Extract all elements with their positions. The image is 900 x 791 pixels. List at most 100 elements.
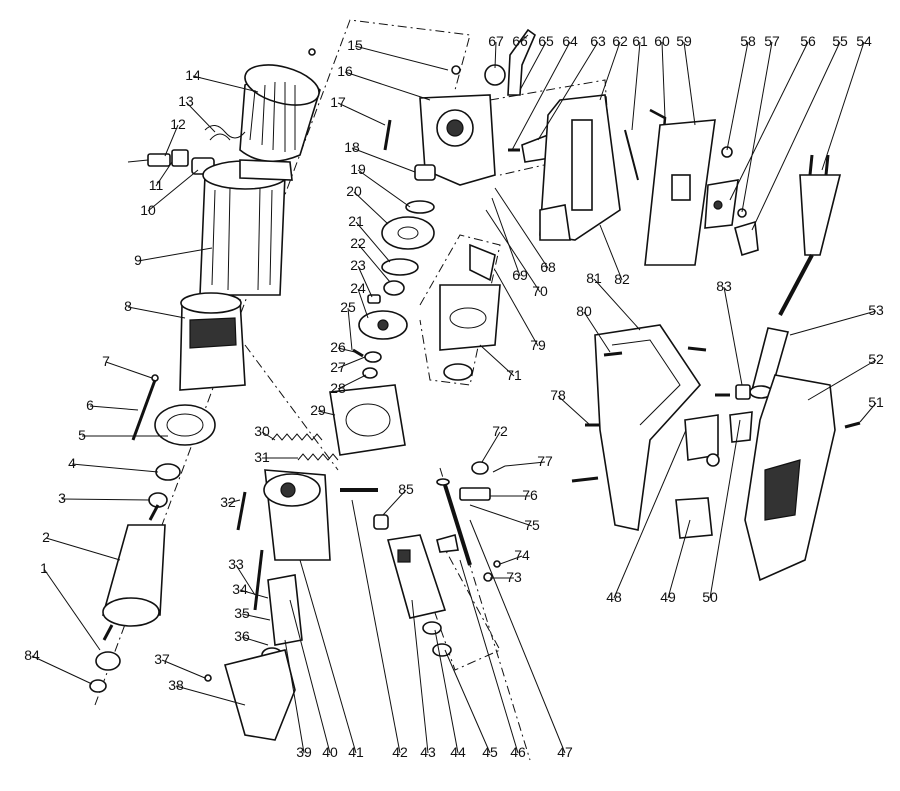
leader-line-32 <box>227 499 241 504</box>
callout-label-24: 24 <box>350 280 366 296</box>
callout-label-35: 35 <box>234 605 250 621</box>
leader-line-42 <box>351 499 401 754</box>
part-cable-grommet <box>734 220 759 257</box>
part-spring <box>204 125 246 141</box>
leader-line-39 <box>284 639 305 754</box>
callout-labels: 1234567891011121314151617181920212223242… <box>24 33 884 760</box>
part-blade-holder <box>539 94 621 241</box>
callout-label-8: 8 <box>124 298 132 314</box>
callout-label-65: 65 <box>538 33 554 49</box>
callout-label-56: 56 <box>800 33 816 49</box>
callout-label-58: 58 <box>740 33 756 49</box>
leader-line-37 <box>161 659 206 679</box>
callout-label-72: 72 <box>492 423 508 439</box>
callout-label-23: 23 <box>350 257 366 273</box>
callout-label-73: 73 <box>506 569 522 585</box>
callout-label-67: 67 <box>488 33 504 49</box>
callout-label-60: 60 <box>654 33 670 49</box>
callout-label-49: 49 <box>660 589 676 605</box>
callout-label-80: 80 <box>576 303 592 319</box>
leader-line-47 <box>469 519 566 754</box>
part-clamp <box>704 179 739 229</box>
leader-line-57 <box>741 41 773 213</box>
leader-line-25 <box>347 307 353 351</box>
callout-label-70: 70 <box>532 283 548 299</box>
leader-line-40 <box>289 599 331 754</box>
leader-line-15 <box>354 45 449 71</box>
leader-line-60 <box>661 41 666 119</box>
part-armature <box>101 504 166 641</box>
callout-label-27: 27 <box>330 359 346 375</box>
leader-line-54 <box>821 41 865 171</box>
callout-label-31: 31 <box>254 449 270 465</box>
part-gear-shaft <box>381 164 436 250</box>
leader-line-8 <box>127 306 186 319</box>
leader-line-26 <box>337 347 356 353</box>
leader-line-72 <box>481 431 501 463</box>
callout-label-83: 83 <box>716 278 732 294</box>
leader-line-9 <box>137 247 213 262</box>
callout-label-36: 36 <box>234 628 250 644</box>
callout-label-74: 74 <box>514 547 530 563</box>
leader-line-75 <box>469 504 533 527</box>
part-support-bracket <box>439 243 501 381</box>
callout-label-10: 10 <box>140 202 156 218</box>
leader-line-23 <box>357 265 373 298</box>
leader-line-45 <box>444 649 491 754</box>
part-end-bearing <box>89 651 121 693</box>
callout-label-40: 40 <box>322 744 338 760</box>
part-lever-pin <box>508 133 551 163</box>
callout-label-44: 44 <box>450 744 466 760</box>
callout-label-11: 11 <box>149 177 164 193</box>
part-screw-32 <box>236 491 247 531</box>
axis-line-bracket <box>419 234 501 386</box>
leader-line-18 <box>351 147 416 173</box>
part-roller-assembly <box>436 461 506 582</box>
axis-line-top <box>489 79 611 176</box>
callout-label-33: 33 <box>228 556 244 572</box>
leader-line-2 <box>45 537 121 561</box>
callout-label-61: 61 <box>632 33 648 49</box>
part-handle-right <box>744 374 836 582</box>
callout-label-50: 50 <box>702 589 718 605</box>
leader-line-43 <box>411 599 429 754</box>
leader-line-55 <box>751 41 841 231</box>
part-stator <box>199 159 293 296</box>
leader-line-69 <box>491 197 521 277</box>
part-base-screws <box>721 146 747 218</box>
leader-line-77 <box>504 461 546 467</box>
leader-line-29 <box>317 410 336 416</box>
callout-label-19: 19 <box>350 161 366 177</box>
leader-line-4 <box>71 463 159 473</box>
leader-line-44 <box>434 629 459 754</box>
callout-label-63: 63 <box>590 33 606 49</box>
part-blade-guard <box>204 649 296 741</box>
callout-label-54: 54 <box>856 33 872 49</box>
leader-line-59 <box>683 41 696 126</box>
callout-label-81: 81 <box>586 270 602 286</box>
leader-line-34 <box>239 589 269 599</box>
callout-label-57: 57 <box>764 33 780 49</box>
leader-line-81 <box>593 278 641 331</box>
leader-line-28 <box>337 374 367 390</box>
callout-label-38: 38 <box>168 677 184 693</box>
callout-label-77: 77 <box>537 453 553 469</box>
part-handle-screws <box>571 346 730 483</box>
part-switch-button <box>675 414 720 539</box>
leader-line-84 <box>31 655 93 685</box>
callout-label-53: 53 <box>868 302 884 318</box>
part-pin-washers <box>352 348 382 379</box>
part-brush-holder <box>127 149 215 175</box>
callout-label-2: 2 <box>42 529 50 545</box>
leader-line-7 <box>105 361 153 379</box>
part-switch <box>729 384 753 443</box>
leader-line-52 <box>807 359 877 401</box>
part-ring-bushing <box>381 258 419 296</box>
leader-line-19 <box>357 169 411 208</box>
leader-line-46 <box>459 559 519 754</box>
leader-line-70 <box>485 209 541 293</box>
callout-label-28: 28 <box>330 380 346 396</box>
callout-label-18: 18 <box>344 139 360 155</box>
leader-line-79 <box>494 269 539 347</box>
callout-label-21: 21 <box>348 213 364 229</box>
